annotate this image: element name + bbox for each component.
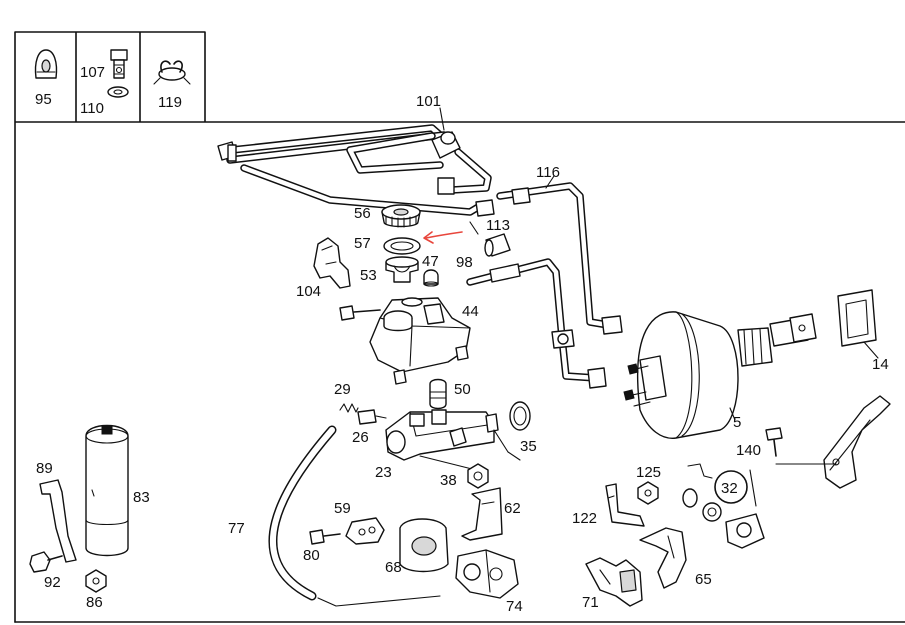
- part-53-strainer: [385, 256, 419, 283]
- part-59-clip: [345, 517, 385, 545]
- part-5-brake-booster: [623, 311, 817, 439]
- callout-53: 53: [360, 267, 377, 284]
- part-92-bolt: [29, 551, 63, 573]
- part-95-grommet: [34, 49, 58, 79]
- callout-47: 47: [422, 253, 439, 270]
- part-47-plug: [423, 269, 439, 287]
- part-107-banjo-bolt: [110, 49, 128, 79]
- callout-38: 38: [440, 472, 457, 489]
- part-86-nut: [85, 569, 107, 593]
- callout-113: 113: [486, 217, 510, 234]
- callout-116: 116: [536, 164, 560, 181]
- callout-35: 35: [520, 438, 537, 455]
- callout-95: 95: [35, 91, 52, 108]
- part-65-bracket: [639, 527, 687, 589]
- callout-5: 5: [733, 414, 741, 431]
- part-122-bracket: [605, 483, 645, 527]
- callout-23: 23: [375, 464, 392, 481]
- callout-110: 110: [80, 100, 104, 117]
- part-140-bolt: [765, 427, 837, 465]
- part-119-hose-clip: [153, 60, 191, 85]
- booster-bracket: [823, 395, 891, 489]
- diagram-frame: [14, 31, 905, 623]
- callout-125: 125: [636, 464, 661, 481]
- callout-57: 57: [354, 235, 371, 252]
- callout-104: 104: [296, 283, 321, 300]
- vacuum-check-valve: [682, 463, 765, 549]
- callout-98: 98: [456, 254, 473, 271]
- callout-122: 122: [572, 510, 597, 527]
- part-116-brake-line: [496, 182, 623, 335]
- part-23-master-cylinder: [385, 409, 521, 471]
- callout-29: 29: [334, 381, 351, 398]
- part-77-vacuum-hose: [268, 425, 441, 607]
- part-74-pump: [455, 549, 519, 599]
- part-38-nut: [467, 463, 489, 489]
- callout-140: 140: [736, 442, 761, 459]
- part-50-seal: [429, 378, 447, 410]
- part-35-o-ring: [509, 401, 531, 431]
- part-98-brake-line: [466, 258, 607, 389]
- callout-89: 89: [36, 460, 53, 477]
- callout-107: 107: [80, 64, 105, 81]
- part-32-callout-circle: [714, 470, 748, 504]
- part-125-nut: [637, 481, 659, 505]
- callout-56: 56: [354, 205, 371, 222]
- callout-119: 119: [158, 94, 182, 111]
- callout-83: 83: [133, 489, 150, 506]
- leader-lines: [439, 107, 879, 421]
- callout-26: 26: [352, 429, 369, 446]
- part-57-seal-ring: [383, 237, 421, 255]
- red-arrow: [423, 231, 463, 244]
- part-29-spring: [339, 403, 359, 413]
- callout-50: 50: [454, 381, 471, 398]
- part-68-rubber-mount: [399, 518, 449, 573]
- part-113-sleeve: [484, 233, 511, 257]
- callout-74: 74: [506, 598, 523, 615]
- callout-77: 77: [228, 520, 245, 537]
- callout-101: 101: [416, 93, 441, 110]
- part-44-brake-fluid-reservoir: [339, 297, 471, 385]
- callout-68: 68: [385, 559, 402, 576]
- part-110-sealing-ring: [107, 86, 129, 98]
- part-104-bracket: [313, 237, 351, 289]
- callout-59: 59: [334, 500, 351, 517]
- part-26-valve: [357, 409, 387, 425]
- part-56-reservoir-cap: [381, 204, 421, 228]
- part-83-accumulator: [85, 424, 129, 557]
- part-89-strap: [39, 479, 77, 563]
- part-62-bracket: [461, 487, 503, 541]
- callout-86: 86: [86, 594, 103, 611]
- callout-labels: 95 107 110 119 101 116 56 113 57 53 47 9…: [35, 64, 889, 615]
- callout-62: 62: [504, 500, 521, 517]
- part-101-brake-line: [217, 124, 495, 217]
- part-14-gasket: [837, 289, 877, 347]
- callout-14: 14: [872, 356, 889, 373]
- callout-65: 65: [695, 571, 712, 588]
- callout-80: 80: [303, 547, 320, 564]
- callout-92: 92: [44, 574, 61, 591]
- callout-44: 44: [462, 303, 479, 320]
- callout-71: 71: [582, 594, 599, 611]
- callout-32: 32: [721, 480, 738, 497]
- part-80-bolt: [309, 529, 341, 545]
- part-71-holder: [585, 557, 643, 607]
